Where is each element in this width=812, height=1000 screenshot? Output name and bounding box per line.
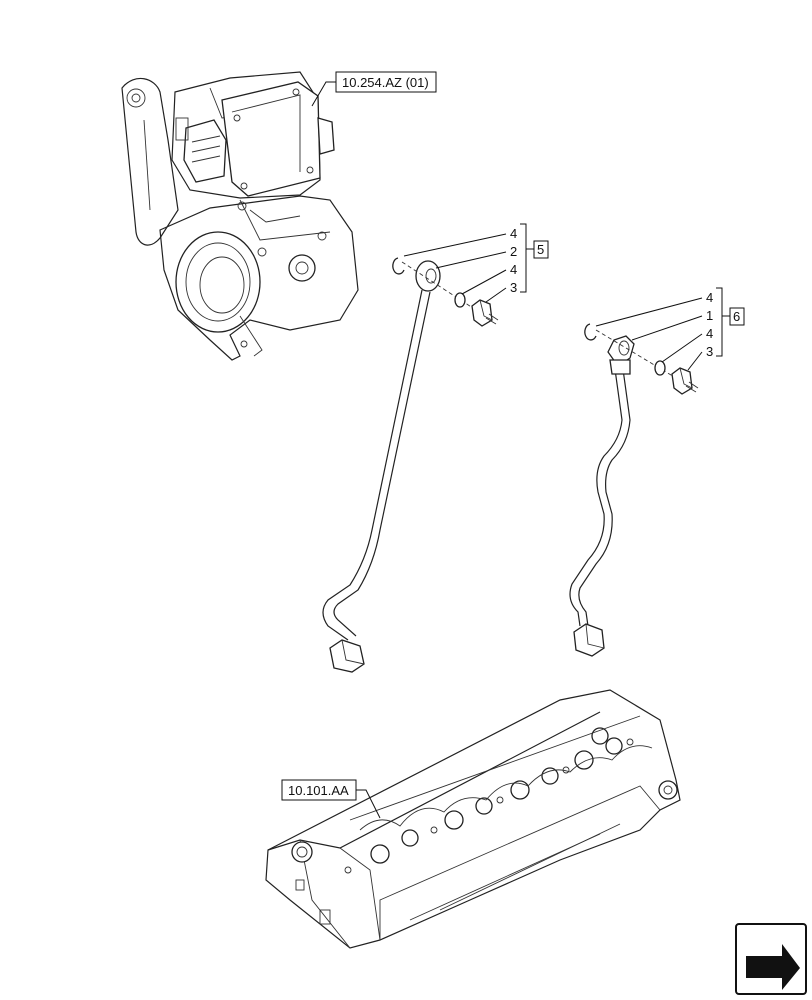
group-number-box-5[interactable]: [533, 240, 549, 259]
reference-label-cylinder-head: 10.101.AA: [288, 783, 349, 798]
group-number-5: 5: [537, 242, 544, 257]
callout-5-item-3: 4: [510, 262, 517, 277]
pump-module-illustration: [121, 71, 359, 361]
reference-box-cylinder-head[interactable]: 10.101.AA: [281, 779, 357, 801]
group-number-box-6[interactable]: [729, 307, 745, 326]
callout-6-item-2: 1: [706, 308, 713, 323]
leader-cylinder-head: [356, 789, 381, 819]
seal-ring-1: [392, 257, 405, 275]
callout-5-item-4: 3: [510, 280, 517, 295]
cylinder-head-illustration: [265, 689, 681, 949]
callout-stack-group-5: 4 2 4 3 5: [403, 223, 549, 303]
callout-6-item-3: 4: [706, 326, 713, 341]
callout-5-item-1: 4: [510, 226, 517, 241]
leader-upper-module: [311, 81, 336, 107]
callout-6-item-1: 4: [706, 290, 713, 305]
reference-box-upper-module[interactable]: 10.254.AZ (01): [335, 71, 437, 93]
next-page-arrow-icon[interactable]: [735, 923, 807, 995]
callout-5-item-2: 2: [510, 244, 517, 259]
callout-stack-group-6: 4 1 4 3 6: [595, 287, 745, 371]
fuel-pipe-group-5: [322, 257, 499, 673]
reference-label-upper-module: 10.254.AZ (01): [342, 75, 429, 90]
fuel-pipe-group-6: [569, 323, 699, 657]
callout-6-item-4: 3: [706, 344, 713, 359]
group-number-6: 6: [733, 309, 740, 324]
